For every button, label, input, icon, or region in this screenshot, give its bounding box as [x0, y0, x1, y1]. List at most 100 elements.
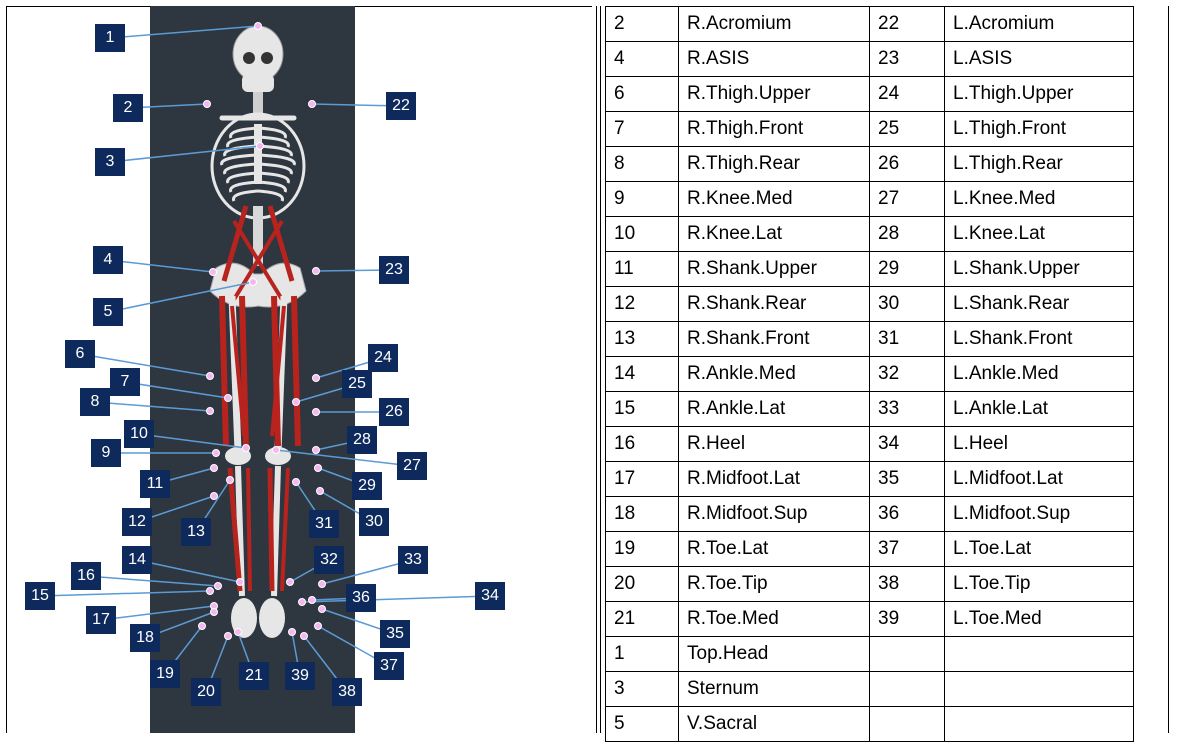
marker-name-cell: R.Midfoot.Sup — [679, 497, 870, 532]
marker-name-cell: L.Knee.Med — [945, 182, 1134, 217]
marker-number-cell: 10 — [606, 217, 679, 252]
marker-name-cell: R.Shank.Upper — [679, 252, 870, 287]
marker-number-tag: 38 — [332, 678, 362, 706]
marker-number-cell: 9 — [606, 182, 679, 217]
marker-dot — [313, 447, 320, 454]
marker-number-cell: 18 — [606, 497, 679, 532]
marker-number-tag: 20 — [191, 678, 221, 706]
marker-dot — [215, 583, 222, 590]
marker-name-cell: L.ASIS — [945, 42, 1134, 77]
marker-dot — [204, 101, 211, 108]
marker-number-cell: 27 — [870, 182, 945, 217]
marker-dot — [313, 409, 320, 416]
marker-number-tag: 31 — [309, 510, 339, 538]
marker-number-tag: 34 — [475, 582, 505, 610]
marker-dot — [287, 579, 294, 586]
marker-number-tag: 16 — [71, 562, 101, 590]
table-row: 17R.Midfoot.Lat35L.Midfoot.Lat — [606, 462, 1134, 497]
right-rule — [1168, 6, 1169, 733]
marker-dot — [211, 609, 218, 616]
marker-dot — [213, 450, 220, 457]
marker-dot — [211, 465, 218, 472]
marker-number-cell: 38 — [870, 567, 945, 602]
marker-number-cell: 13 — [606, 322, 679, 357]
marker-dot — [309, 101, 316, 108]
marker-name-cell — [945, 707, 1134, 742]
marker-dot — [237, 579, 244, 586]
marker-dot — [210, 269, 217, 276]
marker-name-cell: L.Toe.Tip — [945, 567, 1134, 602]
table-row: 14R.Ankle.Med32L.Ankle.Med — [606, 357, 1134, 392]
marker-name-cell: R.Toe.Tip — [679, 567, 870, 602]
marker-number-cell — [870, 672, 945, 707]
table-row: 7R.Thigh.Front25L.Thigh.Front — [606, 112, 1134, 147]
marker-number-tag: 22 — [386, 92, 416, 120]
marker-number-tag: 24 — [368, 344, 398, 372]
marker-number-cell: 5 — [606, 707, 679, 742]
marker-number-cell: 17 — [606, 462, 679, 497]
marker-number-cell: 20 — [606, 567, 679, 602]
marker-dot — [207, 588, 214, 595]
marker-number-tag: 35 — [380, 620, 410, 648]
marker-dot — [199, 623, 206, 630]
marker-dot — [257, 143, 264, 150]
marker-name-cell: L.Ankle.Lat — [945, 392, 1134, 427]
marker-number-tag: 15 — [25, 582, 55, 610]
foot-left — [259, 598, 285, 638]
marker-number-cell: 30 — [870, 287, 945, 322]
marker-dot — [313, 268, 320, 275]
marker-number-cell: 36 — [870, 497, 945, 532]
marker-number-tag: 30 — [359, 508, 389, 536]
marker-number-cell: 24 — [870, 77, 945, 112]
marker-name-cell: L.Acromium — [945, 7, 1134, 42]
marker-number-tag: 29 — [352, 472, 382, 500]
marker-number-tag: 5 — [93, 298, 123, 326]
marker-number-tag: 18 — [130, 624, 160, 652]
marker-number-cell: 11 — [606, 252, 679, 287]
marker-dot — [289, 629, 296, 636]
marker-number-tag: 27 — [397, 452, 427, 480]
table-row: 3Sternum — [606, 672, 1134, 707]
marker-number-tag: 12 — [122, 508, 152, 536]
thigh-muscle-outer-right — [222, 296, 226, 446]
marker-dot — [255, 23, 262, 30]
marker-name-cell: Sternum — [679, 672, 870, 707]
marker-dot — [225, 395, 232, 402]
marker-number-tag: 13 — [181, 518, 211, 546]
marker-number-cell: 15 — [606, 392, 679, 427]
marker-dot — [293, 479, 300, 486]
marker-dot — [319, 581, 326, 588]
divider-rule-a — [596, 6, 597, 733]
marker-number-tag: 21 — [239, 662, 269, 690]
table-row: 16R.Heel34L.Heel — [606, 427, 1134, 462]
table-row: 6R.Thigh.Upper24L.Thigh.Upper — [606, 77, 1134, 112]
marker-name-cell: L.Toe.Lat — [945, 532, 1134, 567]
marker-name-cell: L.Toe.Med — [945, 602, 1134, 637]
marker-number-tag: 11 — [140, 470, 170, 498]
marker-name-cell: L.Shank.Front — [945, 322, 1134, 357]
marker-name-cell: L.Thigh.Front — [945, 112, 1134, 147]
marker-number-cell: 31 — [870, 322, 945, 357]
marker-number-cell: 1 — [606, 637, 679, 672]
marker-number-cell: 16 — [606, 427, 679, 462]
marker-number-tag: 26 — [379, 398, 409, 426]
table-row: 4R.ASIS23L.ASIS — [606, 42, 1134, 77]
table-row: 20R.Toe.Tip38L.Toe.Tip — [606, 567, 1134, 602]
marker-number-tag: 2 — [113, 94, 143, 122]
marker-number-cell: 3 — [606, 672, 679, 707]
marker-name-cell: L.Shank.Upper — [945, 252, 1134, 287]
marker-number-tag: 25 — [342, 370, 372, 398]
marker-number-tag: 23 — [379, 256, 409, 284]
marker-dot — [319, 606, 326, 613]
marker-number-cell: 34 — [870, 427, 945, 462]
skull — [233, 26, 283, 82]
marker-number-tag: 3 — [95, 148, 125, 176]
marker-name-cell: L.Ankle.Med — [945, 357, 1134, 392]
marker-number-cell — [870, 707, 945, 742]
